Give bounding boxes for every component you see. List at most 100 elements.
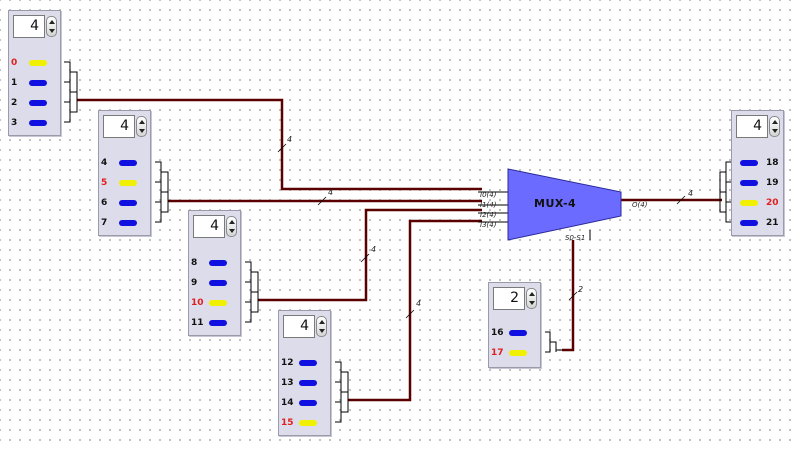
mux-port-select: S0-S1 xyxy=(565,234,586,242)
led-indicator[interactable] xyxy=(29,80,47,86)
pin-number: 15 xyxy=(281,418,294,428)
width-spinner[interactable]: 4 xyxy=(283,315,327,339)
pin-row[interactable]: 14 xyxy=(281,397,327,409)
spinner-buttons[interactable] xyxy=(526,288,537,309)
buses xyxy=(77,98,722,402)
led-indicator[interactable] xyxy=(119,220,137,226)
spinner-buttons[interactable] xyxy=(769,116,780,137)
spinner-down-icon[interactable] xyxy=(772,129,778,133)
spinner-down-icon[interactable] xyxy=(529,301,535,305)
pin-row[interactable]: 1 xyxy=(11,77,57,89)
led-indicator[interactable] xyxy=(29,100,47,106)
width-value[interactable]: 4 xyxy=(13,15,45,38)
width-value[interactable]: 4 xyxy=(736,115,768,138)
width-value[interactable]: 4 xyxy=(193,215,225,238)
bus-select xyxy=(562,240,575,352)
spinner-down-icon[interactable] xyxy=(139,129,145,133)
pin-row: 21 xyxy=(738,217,784,229)
spinner-down-icon[interactable] xyxy=(229,229,235,233)
led-indicator xyxy=(740,180,758,186)
pin-number: 21 xyxy=(766,218,779,228)
pin-number: 4 xyxy=(101,158,108,168)
led-indicator[interactable] xyxy=(29,60,47,66)
led-indicator xyxy=(740,220,758,226)
pin-row[interactable]: 11 xyxy=(191,317,237,329)
led-indicator[interactable] xyxy=(299,400,317,406)
spinner-up-icon[interactable] xyxy=(319,320,325,324)
spinner-up-icon[interactable] xyxy=(49,20,55,24)
pin-row[interactable]: 17 xyxy=(491,347,537,359)
led-indicator[interactable] xyxy=(509,330,527,336)
led-indicator[interactable] xyxy=(209,280,227,286)
width-spinner[interactable]: 4 xyxy=(736,115,780,139)
bus-width-label: 4 xyxy=(371,245,377,254)
mux-port-i3: I3(4) xyxy=(480,221,497,229)
spinner-up-icon[interactable] xyxy=(139,120,145,124)
mux-port-i1: I1(4) xyxy=(480,201,497,209)
led-indicator[interactable] xyxy=(209,320,227,326)
spinner-buttons[interactable] xyxy=(136,116,147,137)
pin-row: 20 xyxy=(738,197,784,209)
pin-number: 19 xyxy=(766,178,779,188)
mux-port-i0: I0(4) xyxy=(480,191,497,199)
led-indicator[interactable] xyxy=(119,200,137,206)
width-spinner[interactable]: 4 xyxy=(103,115,147,139)
spinner-up-icon[interactable] xyxy=(229,220,235,224)
input-switch-a[interactable]: 4 0 1 2 3 xyxy=(8,10,61,136)
pin-row[interactable]: 16 xyxy=(491,327,537,339)
led-indicator[interactable] xyxy=(119,180,137,186)
bus-width-label: 4 xyxy=(416,299,422,308)
pin-row[interactable]: 13 xyxy=(281,377,327,389)
led-indicator[interactable] xyxy=(509,350,527,356)
spinner-up-icon[interactable] xyxy=(529,292,535,296)
spinner-down-icon[interactable] xyxy=(49,29,55,33)
pin-row[interactable]: 10 xyxy=(191,297,237,309)
pin-row[interactable]: 0 xyxy=(11,57,57,69)
spinner-down-icon[interactable] xyxy=(319,329,325,333)
pin-number: 3 xyxy=(11,118,18,128)
led-indicator[interactable] xyxy=(299,420,317,426)
pin-row[interactable]: 3 xyxy=(11,117,57,129)
pin-row[interactable]: 8 xyxy=(191,257,237,269)
pin-row[interactable]: 9 xyxy=(191,277,237,289)
bus-width-label: 2 xyxy=(578,285,584,294)
bus-in-d xyxy=(348,219,482,402)
width-value[interactable]: 4 xyxy=(283,315,315,338)
width-spinner[interactable]: 4 xyxy=(13,15,57,39)
spinner-buttons[interactable] xyxy=(46,16,57,37)
output-display[interactable]: 4 18 19 20 21 xyxy=(731,110,784,236)
pin-row[interactable]: 7 xyxy=(101,217,147,229)
led-indicator[interactable] xyxy=(299,380,317,386)
pin-number: 12 xyxy=(281,358,294,368)
bus-width-ticks xyxy=(277,143,686,319)
spinner-up-icon[interactable] xyxy=(772,120,778,124)
pin-number: 0 xyxy=(11,58,18,68)
pin-number: 11 xyxy=(191,318,204,328)
mux-label: MUX-4 xyxy=(534,197,577,210)
led-indicator[interactable] xyxy=(209,300,227,306)
led-indicator[interactable] xyxy=(299,360,317,366)
pin-row[interactable]: 15 xyxy=(281,417,327,429)
select-switch[interactable]: 2 16 17 xyxy=(488,282,541,368)
input-switch-c[interactable]: 4 8 9 10 11 xyxy=(188,210,241,336)
pin-row[interactable]: 2 xyxy=(11,97,57,109)
width-spinner[interactable]: 2 xyxy=(493,287,537,311)
led-indicator[interactable] xyxy=(209,260,227,266)
width-value[interactable]: 4 xyxy=(103,115,135,138)
led-indicator[interactable] xyxy=(29,120,47,126)
input-switch-b[interactable]: 4 4 5 6 7 xyxy=(98,110,151,236)
pin-row: 18 xyxy=(738,157,784,169)
pin-number: 10 xyxy=(191,298,204,308)
pin-row[interactable]: 4 xyxy=(101,157,147,169)
spinner-buttons[interactable] xyxy=(226,216,237,237)
pin-number: 18 xyxy=(766,158,779,168)
pin-row[interactable]: 12 xyxy=(281,357,327,369)
width-value[interactable]: 2 xyxy=(493,287,525,310)
pin-row[interactable]: 5 xyxy=(101,177,147,189)
pin-row[interactable]: 6 xyxy=(101,197,147,209)
width-spinner[interactable]: 4 xyxy=(193,215,237,239)
input-switch-d[interactable]: 4 12 13 14 15 xyxy=(278,310,331,436)
led-indicator[interactable] xyxy=(119,160,137,166)
spinner-buttons[interactable] xyxy=(316,316,327,337)
